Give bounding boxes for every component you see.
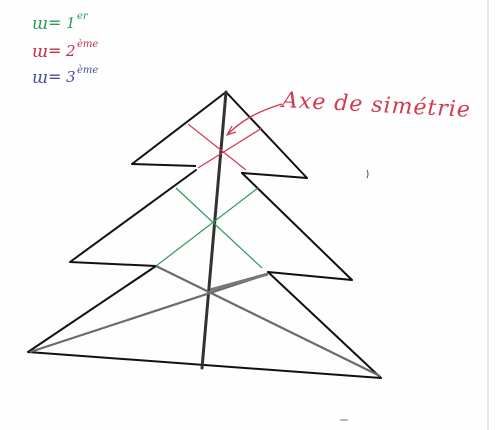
legend-suffix: er: [77, 11, 88, 22]
legend-value: 3: [66, 68, 76, 86]
red-construction-line-1: [187, 123, 247, 171]
green-construction-line-1: [175, 187, 263, 269]
legend-equals: =: [48, 13, 62, 32]
tree-tier-middle-outline: [69, 169, 197, 267]
stray-mark-1: [366, 169, 369, 179]
pencil-construction-line-2: [155, 265, 381, 377]
legend-symbol: ɯ: [32, 68, 49, 88]
pencil-overstroke: [209, 272, 269, 292]
legend-suffix: ème: [77, 39, 99, 50]
legend-symbol: ɯ: [32, 42, 49, 62]
red-construction-line-2: [197, 127, 263, 169]
tree-tier-top-outline: [131, 91, 308, 179]
annotation-pointer: [227, 103, 283, 135]
tree-tier-top-base: [131, 163, 197, 167]
legend-symbol: ɯ: [32, 14, 49, 34]
green-construction-line-2: [155, 187, 259, 267]
annotation-arrow-tip: [225, 125, 237, 137]
tree-tier-bottom-outline: [27, 265, 382, 379]
legend-value: 1: [66, 14, 76, 32]
legend-value: 2: [66, 42, 76, 60]
tree-tier-middle-right: [241, 172, 353, 281]
pencil-construction-line-1: [29, 272, 269, 354]
legend-equals: =: [48, 67, 62, 86]
legend-equals: =: [48, 41, 62, 60]
symmetry-axis-line: [200, 90, 228, 370]
legend-suffix: ème: [77, 65, 99, 76]
